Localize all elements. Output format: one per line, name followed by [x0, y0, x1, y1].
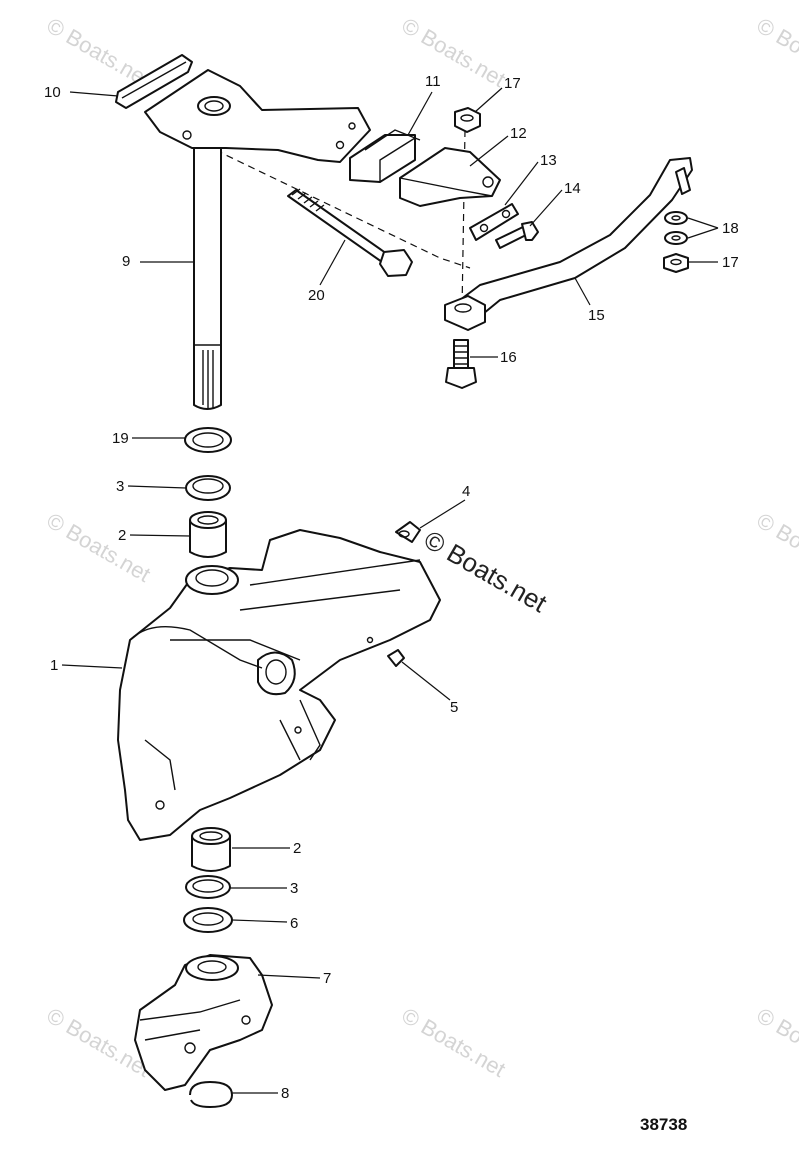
part-3-washer-top — [185, 475, 231, 501]
callout-15: 15 — [588, 307, 605, 324]
leader-lines — [61, 87, 719, 1094]
callout-3: 3 — [116, 478, 124, 495]
watermark: © Boats.net — [753, 13, 799, 92]
part-17-nut-right — [663, 253, 689, 273]
callout-6: 6 — [290, 915, 298, 932]
part-14-bolt — [495, 221, 539, 249]
assembly-line — [204, 144, 471, 269]
watermark: © Boats.net — [398, 1003, 510, 1082]
callout-17-top: 17 — [504, 75, 521, 92]
callout-10: 10 — [44, 84, 61, 101]
callout-11: 11 — [425, 73, 441, 90]
part-1-swivel-bracket — [117, 529, 441, 841]
part-4-grease-fitting — [395, 521, 421, 543]
part-11-bracket — [349, 129, 421, 183]
callout-14: 14 — [564, 180, 581, 197]
diagram-number: 38738 — [640, 1115, 687, 1134]
watermark: © Boats.net — [398, 13, 510, 92]
part-18-washers — [664, 211, 688, 245]
callout-17-right: 17 — [722, 254, 739, 271]
callout-2-lower: 2 — [293, 840, 301, 857]
part-9-steering-shaft — [193, 139, 222, 410]
part-8-snap-ring — [189, 1081, 233, 1108]
callout-3-lower: 3 — [290, 880, 298, 897]
part-13-small-plate — [469, 203, 519, 241]
part-19-ring — [184, 427, 232, 453]
callout-8: 8 — [281, 1085, 289, 1102]
callout-20: 20 — [308, 287, 325, 304]
part-3-washer-lower — [185, 875, 231, 899]
part-6-seal — [183, 907, 233, 933]
callout-9: 9 — [122, 253, 130, 270]
part-16-bolt — [445, 339, 477, 389]
callout-16: 16 — [500, 349, 517, 366]
watermark: © Boats.net — [753, 1003, 799, 1082]
callout-13: 13 — [540, 152, 557, 169]
callout-2: 2 — [118, 527, 126, 544]
callout-labels: 10 9 19 3 2 1 2 3 6 7 8 11 17 12 13 14 1… — [44, 73, 739, 1102]
part-15-link-rod — [444, 157, 693, 331]
callout-19: 19 — [112, 430, 129, 447]
part-2-bushing-lower — [191, 827, 231, 872]
callout-5: 5 — [450, 699, 458, 716]
callout-7: 7 — [323, 970, 331, 987]
part-5-fitting — [387, 649, 405, 667]
watermark: © Boats.net — [753, 508, 799, 587]
callout-4: 4 — [462, 483, 470, 500]
part-7-lower-yoke — [134, 954, 273, 1091]
watermark-main: © Boats.net — [419, 524, 553, 618]
callout-12: 12 — [510, 125, 527, 142]
part-10-clip — [115, 54, 193, 109]
part-2-bushing-top — [189, 511, 227, 558]
callout-18: 18 — [722, 220, 739, 237]
part-steering-arm — [144, 69, 371, 163]
part-20-bolt — [287, 188, 413, 277]
part-17-nut-top — [454, 107, 481, 133]
watermark: © Boats.net — [43, 508, 155, 587]
callout-1: 1 — [50, 657, 58, 674]
